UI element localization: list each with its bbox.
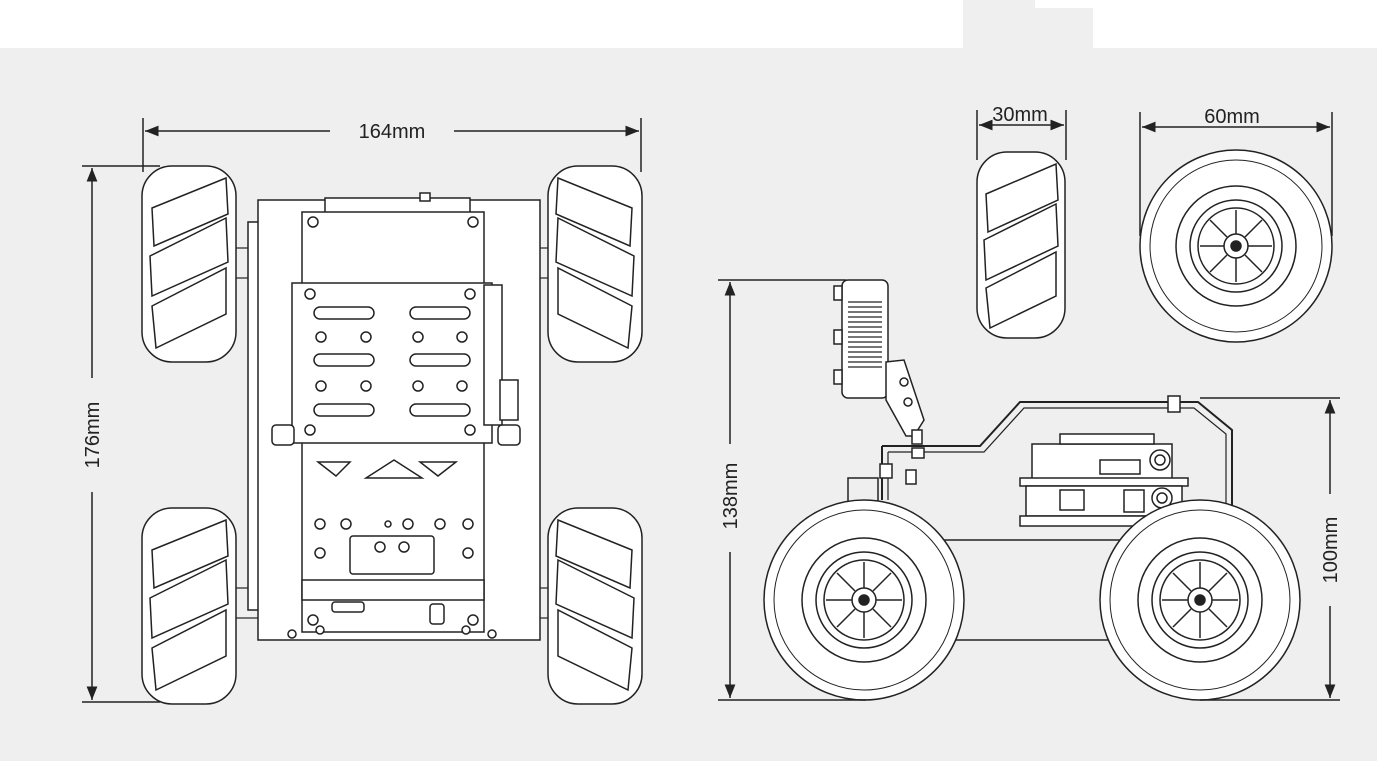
side-view-car	[799, 279, 1233, 641]
dim-top-length	[82, 165, 160, 703]
dim-label-top-width: 164mm	[359, 121, 426, 143]
dim-top-width	[142, 118, 642, 172]
top-view-car	[231, 192, 553, 641]
top-view-wheel-rear-left	[141, 507, 237, 705]
detail-wheel-side-profile	[976, 151, 1066, 339]
dim-label-wheel-diameter: 60mm	[1204, 106, 1260, 128]
dim-label-wheel-width: 30mm	[992, 104, 1048, 126]
dim-wheel-diameter	[1139, 112, 1333, 236]
top-band	[0, 0, 1377, 48]
top-view-wheel-rear-right	[547, 507, 643, 705]
detail-wheel-front-view	[1139, 149, 1333, 343]
dim-chassis-height	[1200, 397, 1340, 701]
side-view-wheel-front	[763, 499, 965, 701]
side-view-wheel-rear	[1099, 499, 1301, 701]
dim-label-chassis-height: 100mm	[1320, 517, 1342, 584]
top-view-wheel-front-left	[141, 165, 237, 363]
dim-label-total-height: 138mm	[720, 463, 742, 530]
dim-label-top-length: 176mm	[82, 402, 104, 469]
dim-wheel-width	[976, 110, 1067, 160]
top-view-wheel-front-right	[547, 165, 643, 363]
dim-total-height	[718, 279, 866, 701]
top-band-notch	[963, 0, 1093, 48]
top-band-notch-cut	[1035, 0, 1093, 8]
